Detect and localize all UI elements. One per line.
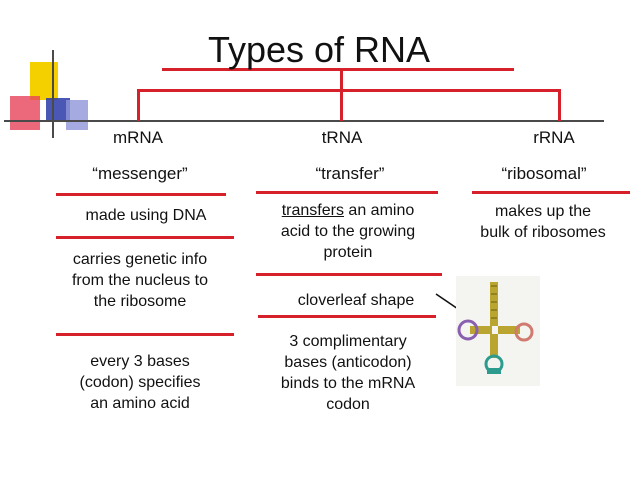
branch-horizontal	[137, 89, 561, 92]
nickname-mrna: “messenger”	[92, 164, 188, 183]
rrna-fact-1: makes up the bulk of ribosomes	[480, 203, 606, 241]
decor-pink-square	[10, 96, 40, 130]
divider-mrna-1	[56, 193, 226, 196]
divider-mrna-3	[56, 333, 234, 336]
trna-fact-3: 3 complimentary bases (anticodon) binds …	[280, 333, 416, 413]
divider-trna-1	[256, 191, 438, 194]
mrna-fact-3: every 3 bases (codon) specifies an amino…	[79, 353, 201, 412]
nickname-rrna: “ribosomal”	[501, 164, 587, 183]
nickname-trna: “transfer”	[315, 164, 385, 183]
header-trna: tRNA	[321, 128, 363, 147]
trna-emphasis: transfers	[281, 202, 344, 219]
trna-fact-2: cloverleaf shape	[297, 292, 415, 309]
trna-cloverleaf-icon	[456, 276, 540, 386]
page-title: Types of RNA	[207, 29, 431, 70]
divider-rrna-1	[472, 191, 630, 194]
trna-fact-1: transfers an amino acid to the growing p…	[280, 202, 416, 261]
branch-drop-mrna	[137, 89, 140, 121]
decor-horizontal-line	[4, 120, 604, 122]
mrna-fact-1: made using DNA	[85, 207, 207, 224]
divider-trna-3	[258, 315, 436, 318]
divider-mrna-2	[56, 236, 234, 239]
header-mrna: mRNA	[112, 128, 164, 147]
branch-drop-trna	[340, 69, 343, 121]
title-underline	[162, 68, 514, 71]
decor-vertical-line	[52, 50, 54, 138]
mrna-fact-2: carries genetic info from the nucleus to…	[71, 251, 209, 310]
decor-lavender-square	[66, 100, 88, 130]
divider-trna-2	[256, 273, 442, 276]
branch-drop-rrna	[558, 89, 561, 121]
header-rrna: rRNA	[533, 128, 575, 147]
